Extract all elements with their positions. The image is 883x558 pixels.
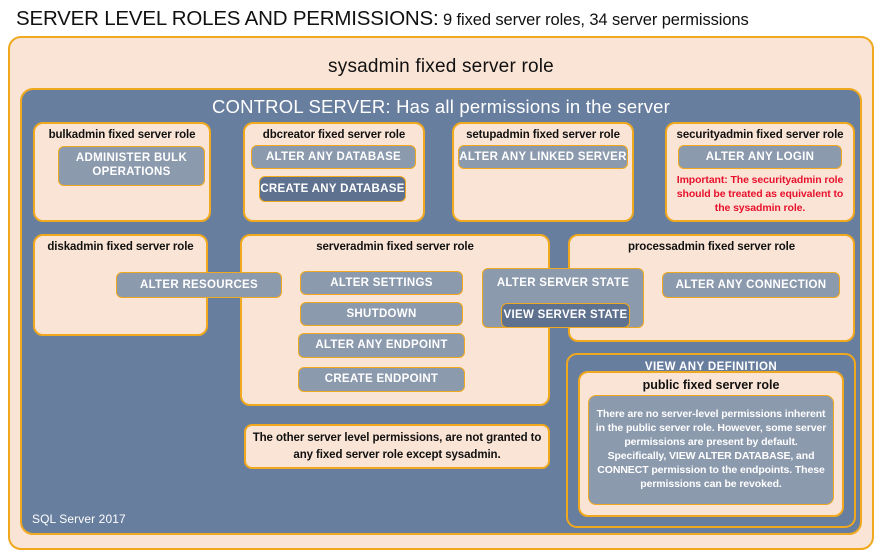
- sysadmin-role-label: sysadmin fixed server role: [328, 56, 554, 77]
- product-version-label: SQL Server 2017: [32, 512, 126, 526]
- permission-chip-alter-any-connection[interactable]: ALTER ANY CONNECTION: [662, 272, 840, 298]
- role-card-setupadmin: setupadmin fixed server role: [452, 122, 634, 222]
- permission-chip-alter-any-database[interactable]: ALTER ANY DATABASE: [251, 145, 416, 169]
- public-role-note: There are no server-level permissions in…: [588, 395, 834, 505]
- permission-chip-alter-settings[interactable]: ALTER SETTINGS: [300, 271, 463, 295]
- page-title-light: 9 fixed server roles, 34 server permissi…: [438, 11, 749, 29]
- role-title-public: public fixed server role: [642, 378, 780, 392]
- role-title-processadmin: processadmin fixed server role: [627, 241, 796, 253]
- role-card-dbcreator: dbcreator fixed server role: [243, 122, 425, 222]
- permission-chip-alter-any-login[interactable]: ALTER ANY LOGIN: [678, 145, 842, 169]
- permission-chip-shutdown[interactable]: SHUTDOWN: [300, 302, 463, 326]
- role-title-setupadmin: setupadmin fixed server role: [466, 129, 620, 141]
- page-title-strong: SERVER LEVEL ROLES AND PERMISSIONS:: [16, 7, 439, 30]
- permission-chip-alter-any-linked-server[interactable]: ALTER ANY LINKED SERVER: [458, 145, 628, 169]
- role-title-securityadmin: securityadmin fixed server role: [676, 129, 844, 141]
- permission-chip-alter-resources[interactable]: ALTER RESOURCES: [116, 272, 282, 298]
- view-any-definition-label: VIEW ANY DEFINITION: [644, 361, 778, 373]
- role-card-securityadmin: securityadmin fixed server role: [665, 122, 855, 222]
- page-title: SERVER LEVEL ROLES AND PERMISSIONS: 9 fi…: [16, 6, 876, 32]
- permission-chip-view-server-state[interactable]: VIEW SERVER STATE: [501, 303, 630, 328]
- control-server-label: CONTROL SERVER: Has all permissions in t…: [211, 96, 671, 117]
- securityadmin-warning-note: Important: The securityadmin role should…: [676, 174, 844, 214]
- role-title-diskadmin: diskadmin fixed server role: [47, 241, 194, 253]
- permission-chip-alter-any-endpoint[interactable]: ALTER ANY ENDPOINT: [298, 333, 465, 358]
- role-title-serveradmin: serveradmin fixed server role: [316, 241, 474, 253]
- role-title-dbcreator: dbcreator fixed server role: [262, 129, 406, 141]
- permission-chip-administer-bulk-operations[interactable]: ADMINISTER BULK OPERATIONS: [58, 146, 205, 186]
- role-title-bulkadmin: bulkadmin fixed server role: [48, 129, 196, 141]
- other-permissions-note: The other server level permissions, are …: [244, 424, 550, 469]
- permission-chip-create-endpoint[interactable]: CREATE ENDPOINT: [298, 367, 465, 392]
- permission-chip-create-any-database[interactable]: CREATE ANY DATABASE: [259, 176, 406, 202]
